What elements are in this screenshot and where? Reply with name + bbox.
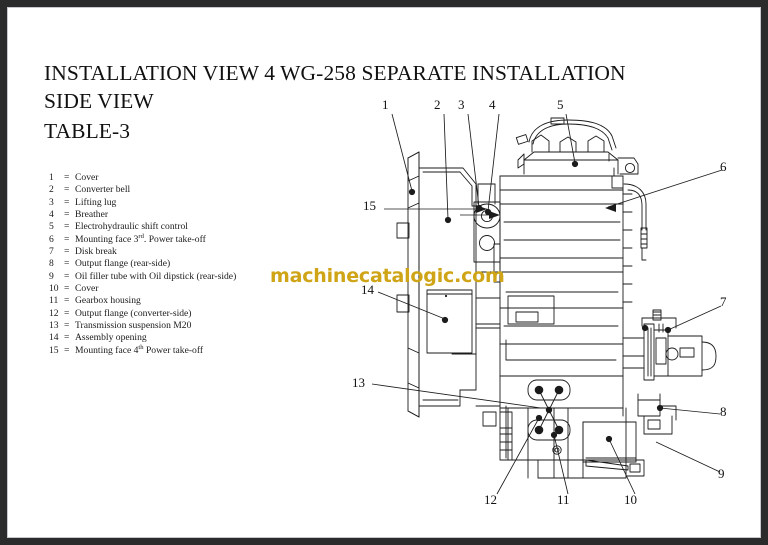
legend-separator: = [64,258,70,270]
legend-number: 4 [49,209,54,221]
legend-number: 10 [49,283,59,295]
legend-number: 1 [49,172,54,183]
legend-row: 14 = Assembly opening [49,332,314,344]
legend-number: 2 [49,184,54,196]
callout-3: 3 [458,97,465,112]
legend-row: 7 = Disk break [49,246,314,258]
legend-row: 5 = Electrohydraulic shift control [49,221,314,233]
legend-row: 3 = Lifting lug [49,197,314,209]
legend-row: 9 = Oil filler tube with Oil dipstick (rea… [49,271,314,283]
callout-2: 2 [434,97,441,112]
transmission-drawing-svg [371,113,723,495]
callout-leaders [371,113,723,495]
legend-label: Electrohydraulic shift control [75,221,188,233]
legend-label: Gearbox housing [75,295,141,307]
legend-separator: = [64,196,70,208]
callout-arrowheads [476,204,616,219]
legend-separator: = [64,221,70,233]
legend-number: 12 [49,307,59,319]
legend-label: Assembly opening [75,332,147,344]
page-title: INSTALLATION VIEW 4 WG-258 SEPARATE INST… [44,60,744,145]
legend-row: 8 = Output flange (rear-side) [49,258,314,270]
callout-11: 11 [557,492,570,507]
legend-label: Lifting lug [75,196,117,208]
legend-separator: = [64,283,70,295]
callout-6: 6 [720,159,727,174]
callout-8: 8 [720,404,727,419]
callout-14: 14 [361,282,374,297]
callout-10: 10 [624,492,637,507]
legend-number: 8 [49,258,54,270]
legend-label: Output flange (rear-side) [75,258,171,270]
legend-label: Output flange (converter-side) [75,307,192,319]
legend-number: 7 [49,246,54,258]
callout-7: 7 [720,294,727,309]
legend-separator: = [64,344,70,356]
parts-legend: 1 = Cover 2 = Converter bell 3 = Lifting lug 4 = Br… [49,172,314,357]
legend-row: 6 = Mounting face 3rd. Power take-off [49,232,314,246]
callout-13: 13 [352,375,365,390]
legend-row: 10 = Cover [49,283,314,295]
legend-separator: = [64,233,70,245]
legend-number: 6 [49,233,54,245]
legend-row: 12 = Output flange (converter-side) [49,308,314,320]
legend-row: 4 = Breather [49,209,314,221]
legend-separator: = [64,172,70,183]
legend-number: 15 [49,344,59,356]
legend-label: Mounting face 4th Power take-off [75,343,204,356]
callout-15: 15 [363,198,376,213]
legend-row: 15 = Mounting face 4th Power take-off [49,343,314,357]
legend-separator: = [64,295,70,307]
legend-label: Transmission suspension M20 [75,320,192,332]
legend-separator: = [64,246,70,258]
title-line-2: SIDE VIEW [44,89,154,113]
legend-label: Cover [75,283,99,295]
callout-1: 1 [382,97,389,112]
legend-row: 1 = Cover [49,172,314,184]
callout-12: 12 [484,492,497,507]
title-line-1: INSTALLATION VIEW 4 WG-258 SEPARATE INST… [44,61,626,85]
legend-number: 11 [49,295,59,307]
legend-label: Disk break [75,246,117,258]
legend-row: 11 = Gearbox housing [49,295,314,307]
legend-number: 3 [49,196,54,208]
legend-label: Oil filler tube with Oil dipstick (rear-… [75,270,237,282]
legend-label: Converter bell [75,184,131,196]
callout-dots [408,160,672,443]
document-page: INSTALLATION VIEW 4 WG-258 SEPARATE INST… [8,8,760,537]
legend-number: 14 [49,332,59,344]
callout-4: 4 [489,97,496,112]
legend-number: 9 [49,270,54,282]
legend-separator: = [64,270,70,282]
legend-label: Mounting face 3rd. Power take-off [75,232,206,245]
legend-separator: = [64,209,70,221]
legend-separator: = [64,320,70,332]
legend-separator: = [64,332,70,344]
technical-drawing [8,8,760,537]
legend-separator: = [64,184,70,196]
machine-outline [396,117,717,479]
callout-5: 5 [557,97,564,112]
legend-label: Cover [75,172,99,183]
callout-9: 9 [718,466,725,481]
legend-label: Breather [75,209,109,221]
legend-separator: = [64,307,70,319]
legend-number: 5 [49,221,54,233]
legend-row: 2 = Converter bell [49,184,314,196]
legend-row: 13 = Transmission suspension M20 [49,320,314,332]
title-line-3: TABLE-3 [44,119,131,143]
legend-number: 13 [49,320,59,332]
